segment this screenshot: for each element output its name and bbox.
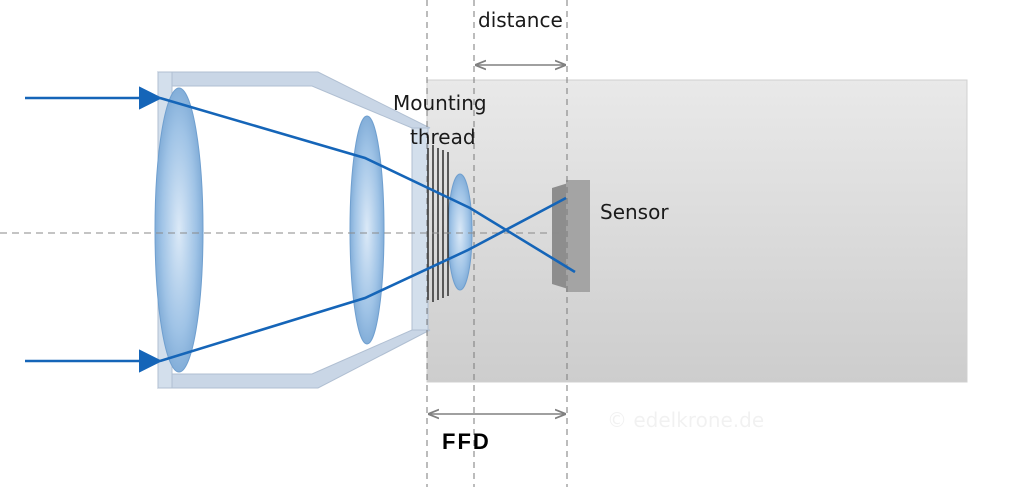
ffd-label: FFD bbox=[442, 429, 491, 454]
mounting-label-line2: thread bbox=[410, 125, 476, 149]
front-lens bbox=[154, 87, 204, 373]
sensor-label: Sensor bbox=[600, 200, 669, 224]
watermark: © edelkrone.de bbox=[607, 408, 764, 432]
light-rays bbox=[25, 86, 576, 373]
mounting-label-line1: Mounting bbox=[393, 91, 487, 115]
camera-body bbox=[426, 79, 968, 383]
mounting-thread bbox=[427, 145, 449, 302]
rear-lens bbox=[447, 173, 473, 291]
sensor-block bbox=[552, 180, 590, 292]
middle-lens bbox=[349, 115, 385, 345]
distance-label: distance bbox=[478, 8, 563, 32]
